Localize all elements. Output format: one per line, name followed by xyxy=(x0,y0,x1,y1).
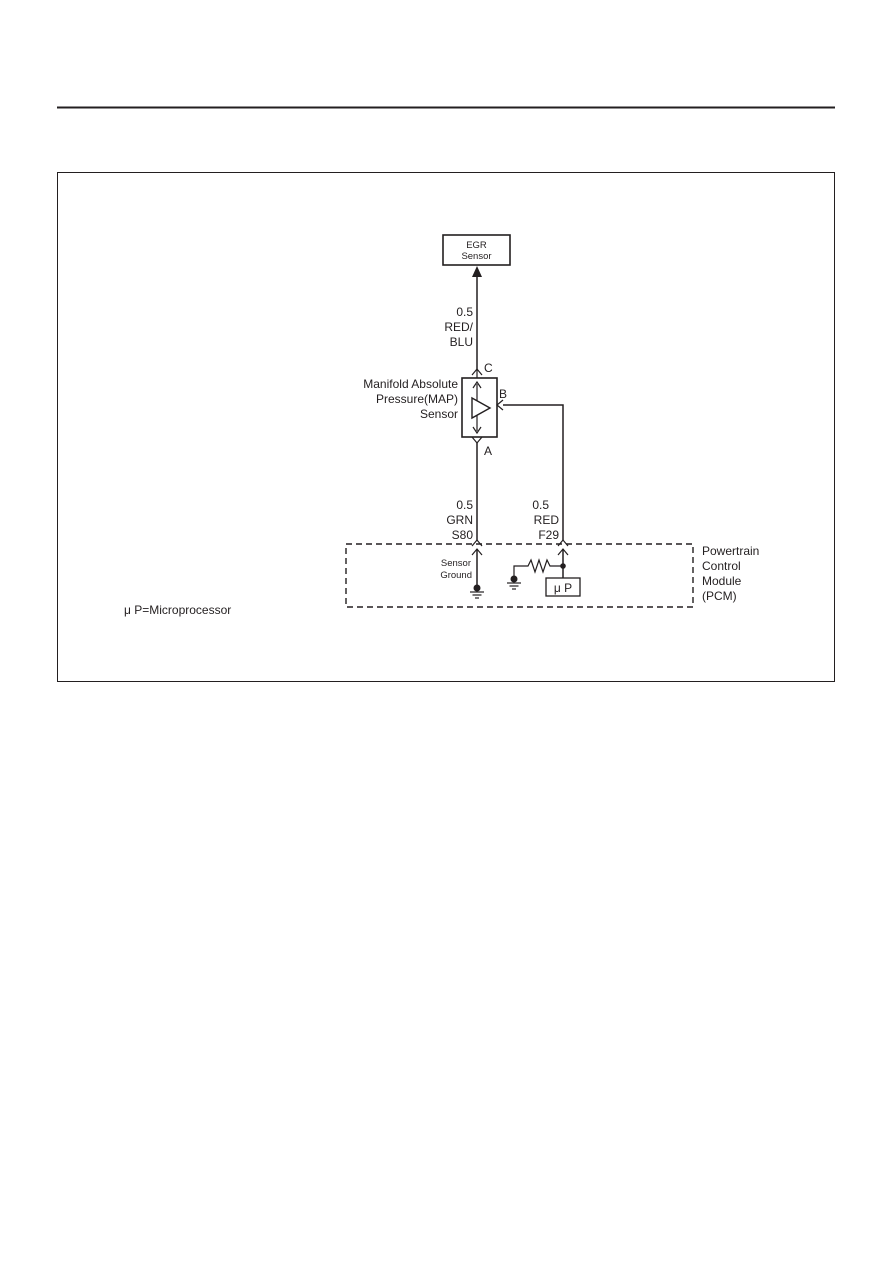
egr-sensor-label-1: EGR xyxy=(466,240,487,251)
pcm-module: Sensor Ground μ P Powertrain Control Mod… xyxy=(345,539,759,608)
wire-a-terminal: S80 xyxy=(452,528,474,542)
egr-sensor-box xyxy=(442,234,511,266)
resistor-ground-symbol xyxy=(507,582,521,590)
wire-a-color: GRN xyxy=(446,513,473,527)
map-sensor: C B A Manifold Absolute Pressure(MAP) Se… xyxy=(363,361,507,458)
wire-b-gauge: 0.5 xyxy=(532,498,549,512)
wire-c-gauge: 0.5 xyxy=(456,305,473,319)
wire-c-color-2: BLU xyxy=(450,335,473,349)
wire-c-arrowhead xyxy=(472,266,482,277)
pin-a-label: A xyxy=(484,444,492,458)
pcm-label-1: Powertrain xyxy=(702,544,759,558)
diagram-frame xyxy=(57,172,835,682)
pcm-label-4: (PCM) xyxy=(702,589,737,603)
pin-c-label: C xyxy=(484,361,493,375)
microprocessor-box xyxy=(545,577,581,597)
sensor-ground-label-2: Ground xyxy=(440,570,472,581)
egr-sensor: EGR Sensor xyxy=(442,234,511,266)
map-sensor-label-2: Pressure(MAP) xyxy=(376,392,458,406)
wire-c: 0.5 RED/ BLU xyxy=(444,266,482,369)
pin-a-connector xyxy=(471,436,483,444)
microprocessor-legend: μ P=Microprocessor xyxy=(124,603,231,617)
wire-a-gauge: 0.5 xyxy=(456,498,473,512)
wire-c-color-1: RED/ xyxy=(444,320,473,334)
wire-b-terminal: F29 xyxy=(538,528,559,542)
microprocessor-label: μ P xyxy=(554,581,572,595)
pcm-label-2: Control xyxy=(702,559,741,573)
map-sensor-label-1: Manifold Absolute xyxy=(363,377,458,391)
terminal-s80-connector xyxy=(471,539,483,547)
egr-sensor-label-2: Sensor xyxy=(461,251,491,262)
amplifier-symbol xyxy=(471,396,492,420)
sensor-ground-symbol xyxy=(470,591,484,599)
wire-b-color: RED xyxy=(534,513,560,527)
wire-b: 0.5 RED F29 xyxy=(503,404,564,542)
sensor-ground-label-1: Sensor xyxy=(441,558,471,569)
wire-a: 0.5 GRN S80 xyxy=(446,443,478,542)
pcm-label-3: Module xyxy=(702,574,742,588)
map-sensor-label-3: Sensor xyxy=(420,407,458,421)
terminal-f29-connector xyxy=(557,539,569,547)
pin-b-label: B xyxy=(499,387,507,401)
pull-resistor xyxy=(513,558,563,578)
pin-b-connector xyxy=(496,399,504,411)
pcm-dashed-box xyxy=(345,543,694,608)
